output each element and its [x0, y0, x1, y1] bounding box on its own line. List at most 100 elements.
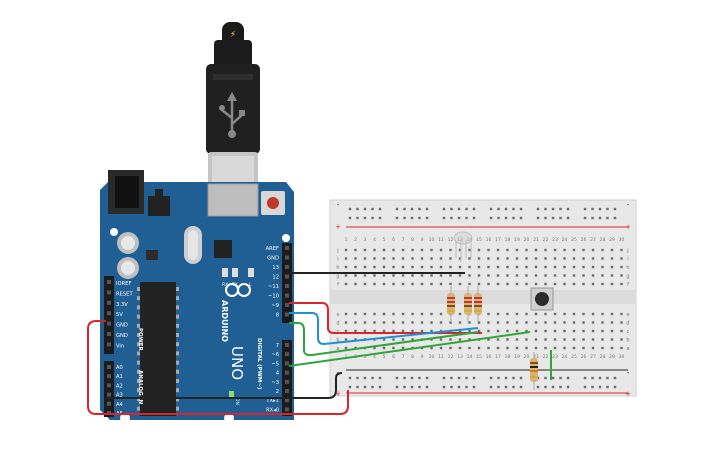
- resistor-3[interactable]: [474, 286, 482, 322]
- column-label: 26: [581, 354, 587, 360]
- digital-header-high: [282, 243, 292, 323]
- column-label: 13: [457, 237, 463, 243]
- row-label: j: [626, 248, 628, 254]
- atmega-chip: [140, 282, 176, 416]
- rail-sign: -: [337, 201, 340, 209]
- column-label: 20: [524, 354, 530, 360]
- column-label: 12: [448, 237, 454, 243]
- column-label: 16: [486, 354, 492, 360]
- column-label: 30: [619, 237, 625, 243]
- row-label: j: [336, 248, 338, 254]
- row-label: g: [626, 274, 629, 280]
- column-label: 29: [609, 354, 615, 360]
- column-label: 14: [467, 354, 473, 360]
- column-label: 4: [373, 354, 376, 360]
- column-label: 30: [619, 354, 625, 360]
- pin-label: A0: [116, 365, 123, 371]
- column-label: 25: [571, 354, 577, 360]
- column-label: 20: [524, 237, 530, 243]
- digital-pin-label: 7: [276, 343, 279, 349]
- wire-red-5v-rail[interactable]: [87, 320, 349, 415]
- pin-label: Vin: [116, 343, 124, 349]
- pin-label: 5V: [116, 312, 123, 318]
- column-label: 28: [600, 354, 606, 360]
- column-label: 3: [364, 354, 367, 360]
- digital-pin-label: ~9: [271, 303, 279, 309]
- row-label: e: [336, 312, 339, 318]
- digital-pin-label: 13: [272, 265, 279, 271]
- column-label: 6: [392, 354, 395, 360]
- digital-pin-label: AREF: [266, 246, 279, 252]
- row-label: d: [336, 321, 339, 327]
- row-label: f: [337, 282, 339, 288]
- rail-sign: +: [625, 390, 631, 398]
- column-label: 8: [411, 237, 414, 243]
- row-label: b: [626, 338, 629, 344]
- row-label: d: [626, 321, 629, 327]
- wire-green-pin5[interactable]: [288, 331, 531, 367]
- wire-black-gnd-rail[interactable]: [106, 372, 343, 399]
- digital-pin-label: ~11: [268, 284, 279, 290]
- rail-sign: +: [335, 223, 341, 231]
- analog-header-title: ANALOG IN: [137, 370, 143, 405]
- column-label: 22: [543, 237, 549, 243]
- resistor-pulldown[interactable]: [530, 352, 538, 390]
- column-label: 28: [600, 237, 606, 243]
- usb-cable[interactable]: ⚡: [206, 22, 260, 194]
- row-label: a: [336, 346, 339, 352]
- rail-sign: -: [627, 201, 630, 209]
- column-label: 27: [590, 354, 596, 360]
- row-label: i: [337, 257, 338, 263]
- resistor-1[interactable]: [447, 286, 455, 322]
- arduino-uno-board[interactable]: RX TX L ARDUINO UNO ON POWER ANALOG IN D…: [100, 170, 294, 423]
- pin-label: RESET: [116, 291, 133, 297]
- column-label: 23: [552, 237, 558, 243]
- digital-pin-label: 2: [276, 389, 279, 395]
- column-label: 17: [495, 354, 501, 360]
- row-label: f: [627, 282, 629, 288]
- row-label: c: [627, 329, 630, 335]
- column-label: 5: [383, 237, 386, 243]
- rx-label: RX: [222, 282, 228, 288]
- column-label: 10: [429, 354, 435, 360]
- wire-blue-pin10[interactable]: [289, 312, 479, 346]
- column-label: 21: [533, 237, 539, 243]
- column-label: 18: [505, 354, 511, 360]
- column-label: 15: [476, 354, 482, 360]
- column-label: 25: [571, 237, 577, 243]
- arduino-brand-label: ARDUINO: [220, 300, 229, 342]
- row-label: b: [336, 338, 339, 344]
- digital-header-title: DIGITAL (PWM~): [256, 338, 262, 390]
- breadboard[interactable]: 1122334455667788991010111112121313141415…: [329, 199, 637, 398]
- column-label: 15: [476, 237, 482, 243]
- reset-button[interactable]: [261, 191, 285, 215]
- row-label: h: [626, 265, 629, 271]
- pin-label: IOREF: [116, 281, 131, 287]
- digital-pin-label: TX▸1: [265, 398, 279, 404]
- row-label: i: [627, 257, 628, 263]
- column-label: 9: [421, 354, 424, 360]
- digital-pin-label: 8: [276, 313, 279, 319]
- column-label: 16: [486, 237, 492, 243]
- push-button[interactable]: [530, 287, 554, 311]
- wire-green-pin9[interactable]: [289, 322, 479, 357]
- resistor-2[interactable]: [464, 286, 472, 322]
- column-label: 27: [590, 237, 596, 243]
- wire-red-pin11[interactable]: [289, 302, 482, 334]
- column-label: 7: [402, 354, 405, 360]
- digital-pin-label: 4: [276, 371, 280, 377]
- column-label: 24: [562, 354, 568, 360]
- row-label: h: [336, 265, 339, 271]
- column-label: 29: [609, 237, 615, 243]
- column-label: 6: [392, 237, 395, 243]
- column-label: 22: [543, 354, 549, 360]
- pin-label: 3.3V: [116, 302, 128, 308]
- rgb-led[interactable]: [453, 231, 473, 262]
- column-label: 24: [562, 237, 568, 243]
- on-label: ON: [234, 398, 240, 405]
- arduino-logo-icon: [225, 283, 251, 297]
- digital-pin-label: RX◂0: [266, 407, 279, 413]
- pin-label: GND: [116, 323, 128, 329]
- wires[interactable]: [87, 272, 552, 415]
